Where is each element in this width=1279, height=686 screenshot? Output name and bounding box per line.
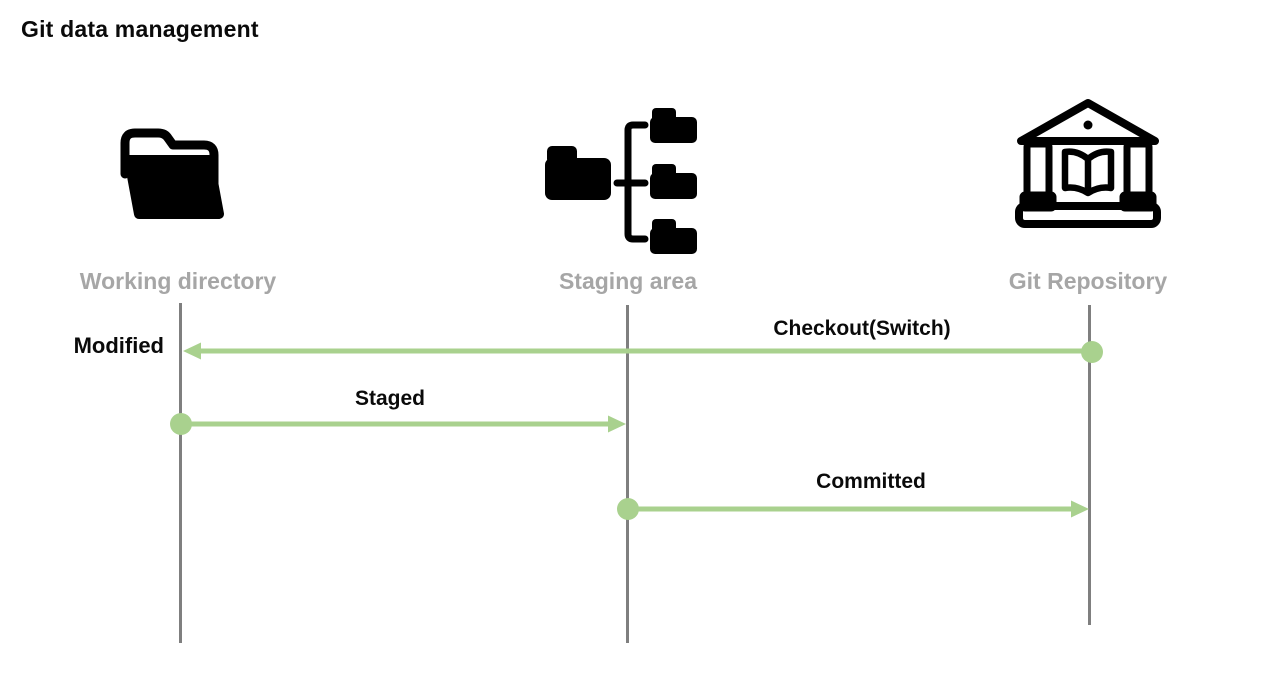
column-label-git-repository: Git Repository [1008,268,1168,294]
lifeline-staging-area [626,305,629,643]
checkout-switch-label: Checkout(Switch) [773,317,951,340]
staged-arrow [170,413,626,435]
lifeline-working-directory [179,303,182,643]
checkout-switch-arrow [183,341,1103,363]
lifeline-git-repository [1088,305,1091,625]
staged-label: Staged [354,387,425,410]
column-label-working-directory: Working directory [79,268,277,294]
open-folder-icon [108,110,238,233]
committed-label: Committed [816,470,926,493]
column-label-staging-area: Staging area [558,268,698,294]
modified-label: Modified [73,333,164,358]
library-building-icon [1015,97,1161,234]
committed-arrow [617,498,1089,520]
folder-tree-icon [543,98,701,261]
page-title: Git data management [21,16,259,42]
